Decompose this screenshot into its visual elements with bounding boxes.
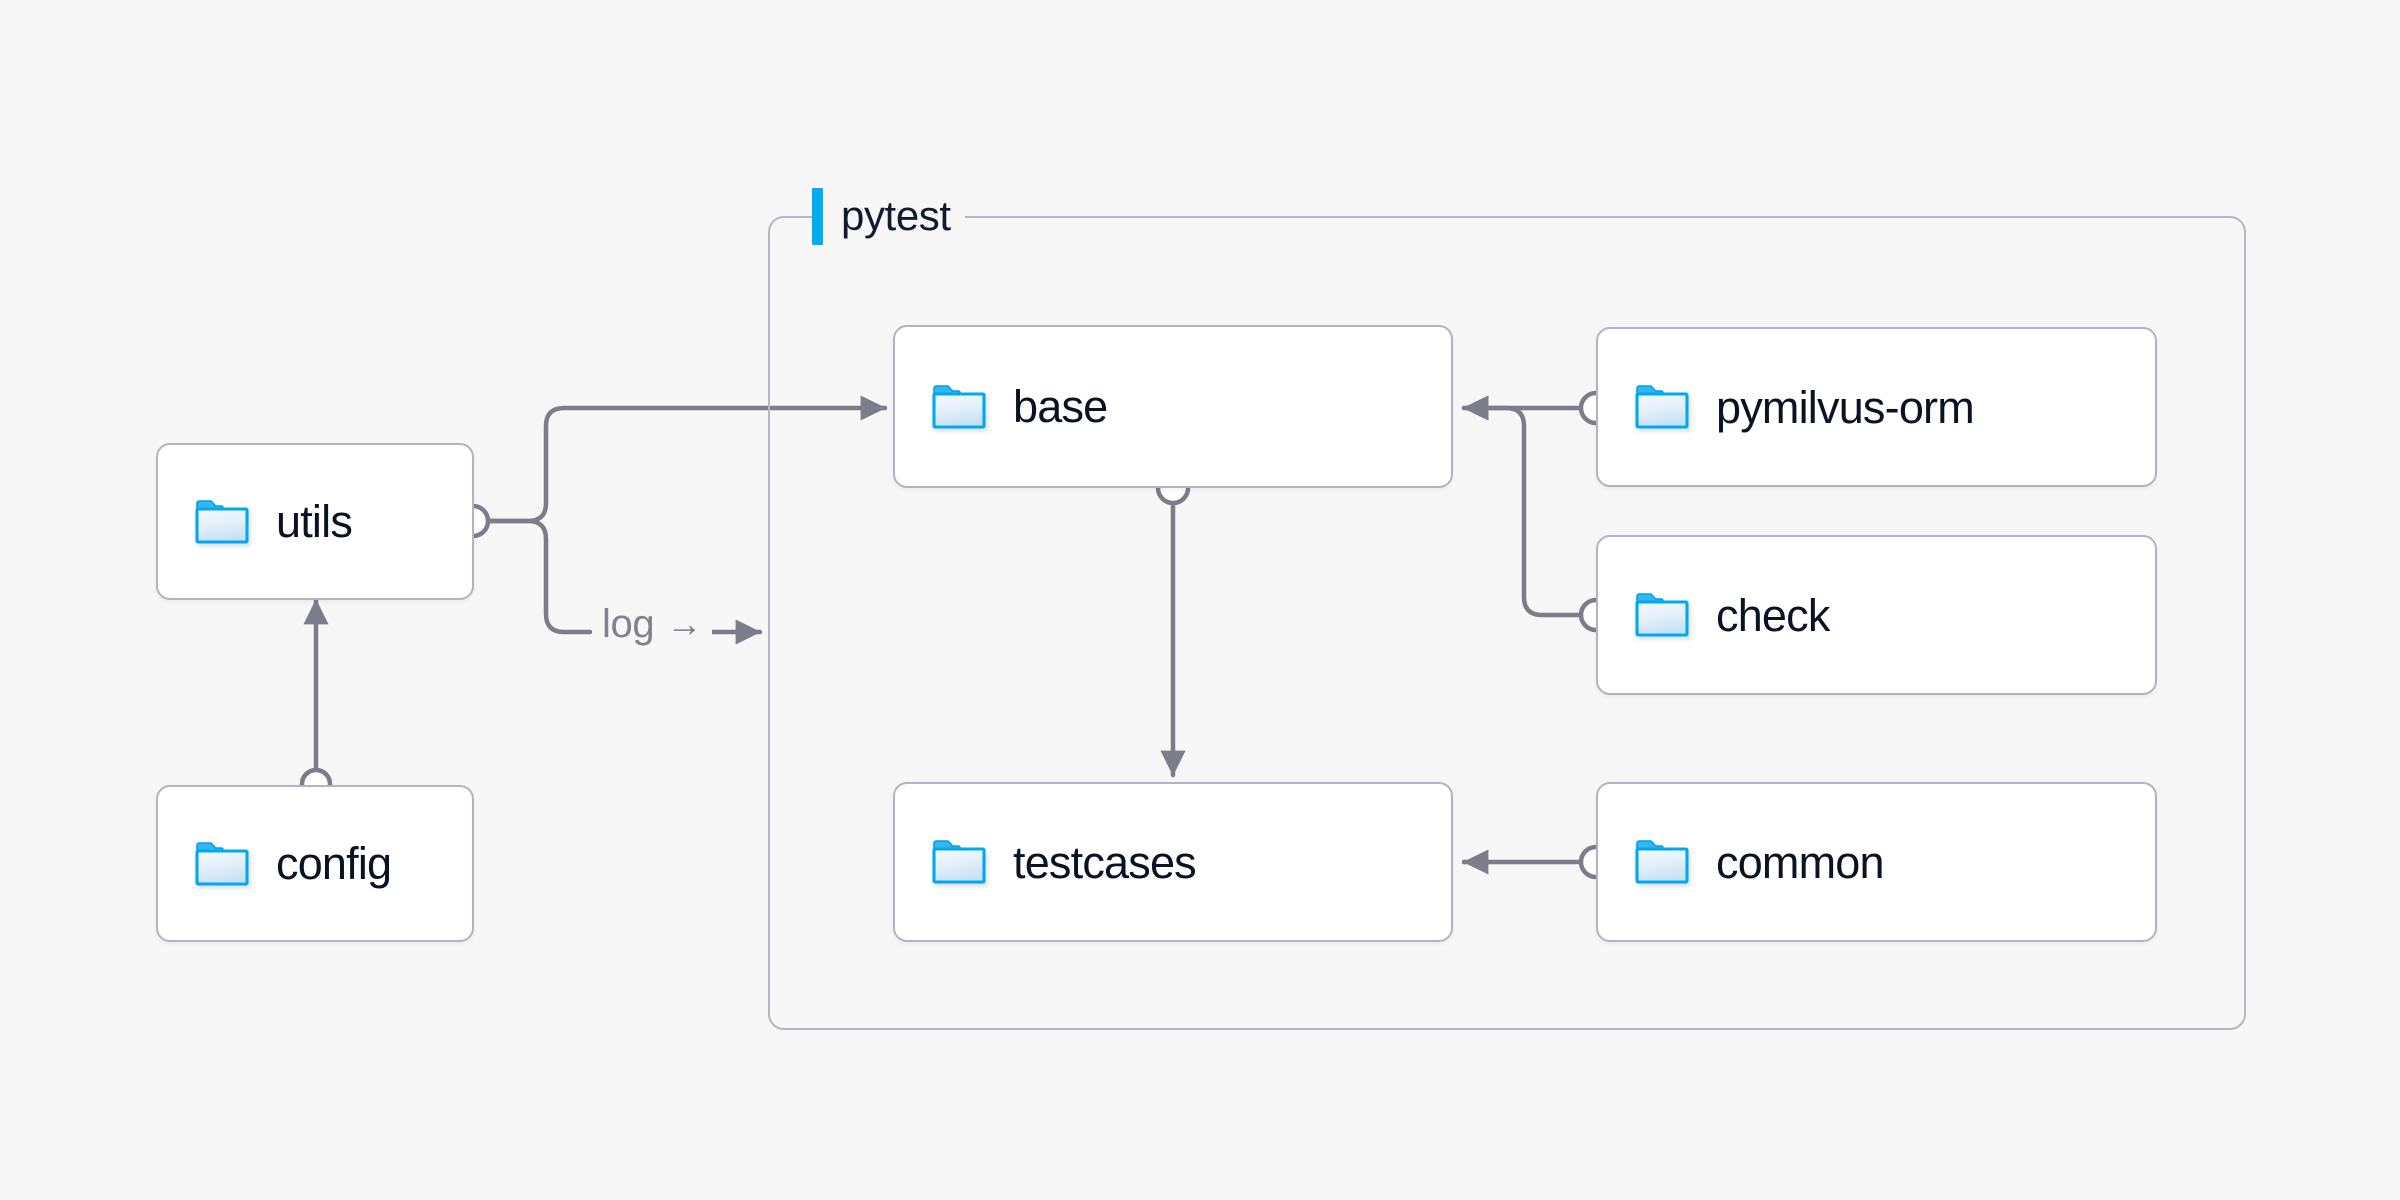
node-base-label: base (1013, 381, 1108, 432)
node-common[interactable]: common (1596, 782, 2157, 942)
accent-bar-icon (812, 187, 823, 245)
node-check-content: check (1598, 591, 1830, 639)
edge-label-log: log → (592, 604, 712, 644)
group-container-pytest (768, 216, 2246, 1030)
node-common-content: common (1598, 836, 1885, 888)
node-pymilvus-orm-label: pymilvus-orm (1716, 381, 1975, 433)
node-check[interactable]: check (1596, 535, 2157, 695)
folder-icon (932, 840, 986, 884)
node-testcases-label: testcases (1013, 836, 1197, 888)
node-base-content: base (895, 381, 1108, 432)
node-utils-label: utils (276, 496, 353, 547)
folder-icon (195, 841, 249, 886)
node-config-content: config (158, 838, 392, 889)
node-check-label: check (1716, 589, 1830, 641)
edge-utils-to-log (486, 518, 593, 635)
arrow-right-icon: → (666, 603, 702, 644)
node-common-label: common (1716, 836, 1885, 888)
edge-label-log-text: log (602, 602, 655, 646)
node-base[interactable]: base (893, 325, 1453, 488)
folder-icon (1635, 593, 1689, 637)
group-label-text: pytest (841, 192, 951, 239)
node-testcases-content: testcases (895, 836, 1197, 888)
folder-icon (195, 499, 249, 544)
folder-icon (932, 384, 986, 429)
node-config-label: config (276, 838, 392, 889)
folder-icon (1635, 385, 1689, 429)
node-utils[interactable]: utils (156, 443, 474, 600)
node-pymilvus-orm-content: pymilvus-orm (1598, 381, 1975, 433)
node-testcases[interactable]: testcases (893, 782, 1453, 942)
node-config[interactable]: config (156, 785, 474, 942)
folder-icon (1635, 840, 1689, 884)
node-pymilvus-orm[interactable]: pymilvus-orm (1596, 327, 2157, 487)
node-utils-content: utils (158, 496, 353, 547)
group-label-pytest: pytest (812, 186, 965, 246)
